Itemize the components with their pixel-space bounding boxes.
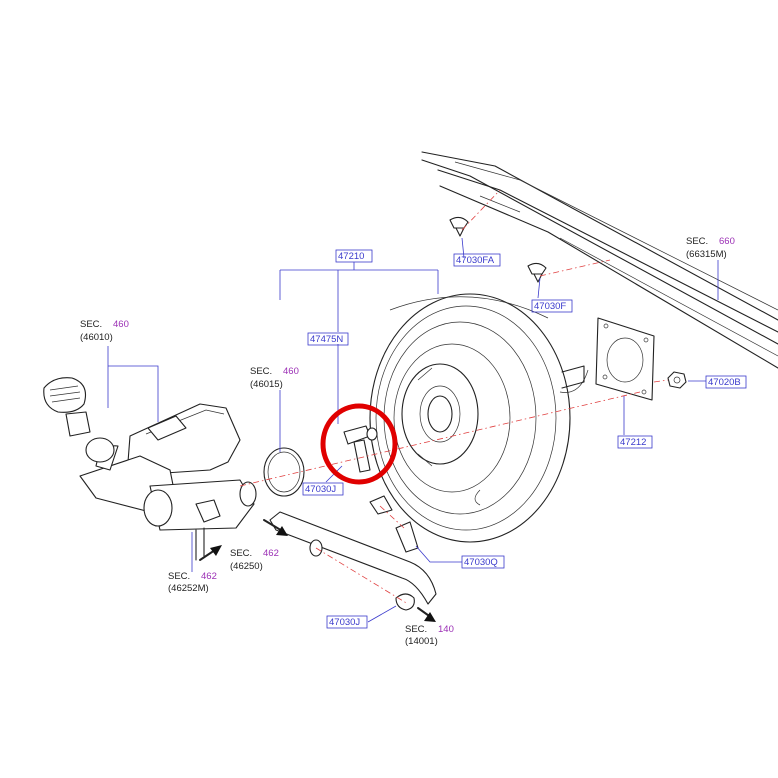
svg-text:SEC.: SEC.	[250, 366, 272, 377]
section-ref-140-14001[interactable]: SEC. 140 (14001)	[405, 624, 454, 647]
svg-text:462: 462	[201, 571, 217, 582]
svg-text:47475N: 47475N	[310, 334, 343, 345]
svg-text:(46252M): (46252M)	[168, 583, 209, 594]
callout-47020B[interactable]: 47020B	[705, 375, 747, 389]
section-ref-462-46252M[interactable]: SEC. 462 (46252M)	[168, 571, 217, 594]
booster-gasket	[595, 317, 655, 401]
section-ref-660-66315M[interactable]: SEC. 660 (66315M)	[686, 236, 735, 260]
svg-text:47030Q: 47030Q	[464, 557, 498, 568]
callout-47030J-lower[interactable]: 47030J	[326, 615, 368, 629]
vacuum-hose	[269, 511, 437, 605]
section-ref-460-46015[interactable]: SEC. 460 (46015)	[250, 366, 299, 390]
booster-mount-nut	[667, 371, 687, 389]
vacuum-check-valve	[343, 425, 378, 473]
section-ref-462-46250[interactable]: SEC. 462 (46250)	[230, 548, 279, 572]
section-ref-460-46010[interactable]: SEC. 460 (46010)	[80, 319, 129, 343]
callout-47030FA[interactable]: 47030FA	[453, 253, 501, 267]
leader-lines	[107, 237, 719, 623]
svg-text:SEC.: SEC.	[80, 319, 102, 330]
callout-47030F[interactable]: 47030F	[531, 299, 573, 313]
svg-text:47030J: 47030J	[305, 484, 336, 495]
svg-text:SEC.: SEC.	[168, 571, 190, 582]
svg-text:SEC.: SEC.	[230, 548, 252, 559]
highlight-circle	[320, 403, 398, 485]
svg-text:462: 462	[263, 548, 279, 559]
svg-text:47210: 47210	[338, 251, 364, 262]
clip-47030F	[527, 262, 547, 283]
brake-master-cylinder	[79, 403, 257, 561]
callout-47210[interactable]: 47210	[335, 249, 373, 263]
brake-booster	[369, 293, 589, 543]
reservoir-strainer	[85, 437, 115, 463]
svg-text:47020B: 47020B	[708, 377, 741, 388]
svg-text:(66315M): (66315M)	[686, 249, 727, 260]
svg-text:47030J: 47030J	[329, 617, 360, 628]
svg-text:47030F: 47030F	[534, 301, 566, 312]
hose-clamp-upper	[369, 495, 393, 515]
svg-text:47030FA: 47030FA	[456, 255, 495, 266]
svg-text:140: 140	[438, 624, 454, 635]
svg-text:460: 460	[283, 366, 299, 377]
assembly-centerlines	[239, 189, 669, 605]
callout-47030J-upper[interactable]: 47030J	[302, 482, 344, 496]
callout-47212[interactable]: 47212	[617, 435, 653, 449]
svg-text:SEC.: SEC.	[405, 624, 427, 635]
svg-text:460: 460	[113, 319, 129, 330]
master-cylinder-o-ring	[263, 447, 305, 497]
callout-47475N[interactable]: 47475N	[307, 332, 349, 346]
flow-arrows	[199, 519, 436, 622]
svg-text:(46250): (46250)	[230, 561, 263, 572]
reservoir-cap	[43, 377, 91, 437]
svg-text:47212: 47212	[620, 437, 646, 448]
callout-47030Q[interactable]: 47030Q	[461, 555, 505, 569]
svg-text:(14001): (14001)	[405, 636, 438, 647]
svg-text:SEC.: SEC.	[686, 236, 708, 247]
svg-text:660: 660	[719, 236, 735, 247]
svg-text:(46015): (46015)	[250, 379, 283, 390]
svg-text:(46010): (46010)	[80, 332, 113, 343]
